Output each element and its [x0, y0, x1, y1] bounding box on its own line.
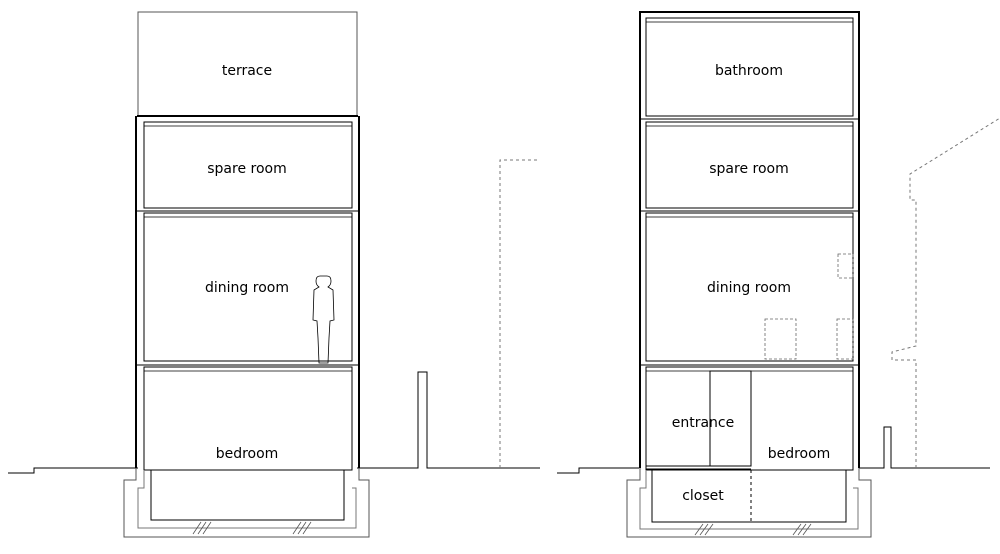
foundation-inner — [137, 470, 357, 529]
furniture-outline — [764, 253, 854, 360]
foundation-outline — [626, 468, 872, 538]
ground-line — [557, 467, 639, 474]
neighbour-outline — [499, 159, 538, 468]
foundation-outline — [123, 468, 370, 538]
human-figure-icon — [312, 275, 335, 364]
room-label-bedroom: bedroom — [768, 446, 831, 462]
section-left: terrace spare room dining room bedroom — [8, 11, 540, 538]
room-bedroom — [645, 366, 854, 471]
basement-pit — [651, 469, 853, 523]
room-label-spare-room: spare room — [207, 161, 287, 177]
neighbour-outline — [891, 117, 1000, 468]
room-dining — [143, 212, 353, 362]
basement-pit — [144, 469, 352, 521]
room-dining — [645, 212, 854, 362]
room-label-spare-room: spare room — [709, 161, 789, 177]
ground-line — [357, 371, 540, 469]
foundation-inner — [639, 470, 859, 530]
section-right: bathroom spare room dining room entrance… — [557, 11, 1000, 538]
ground-line — [859, 426, 990, 469]
room-label-entrance: entrance — [672, 415, 735, 431]
ground-line — [8, 467, 138, 474]
room-label-closet: closet — [682, 488, 724, 504]
hatch-marks — [192, 521, 312, 535]
room-label-bathroom: bathroom — [715, 63, 783, 79]
room-label-terrace: terrace — [222, 63, 272, 79]
room-label-dining-room: dining room — [205, 280, 289, 296]
room-label-dining-room: dining room — [707, 280, 791, 296]
room-label-bedroom: bedroom — [216, 446, 279, 462]
room-spare — [645, 121, 854, 209]
room-bedroom — [143, 366, 353, 471]
room-bathroom — [645, 17, 854, 117]
hatch-marks — [694, 523, 812, 536]
room-spare — [143, 121, 353, 209]
